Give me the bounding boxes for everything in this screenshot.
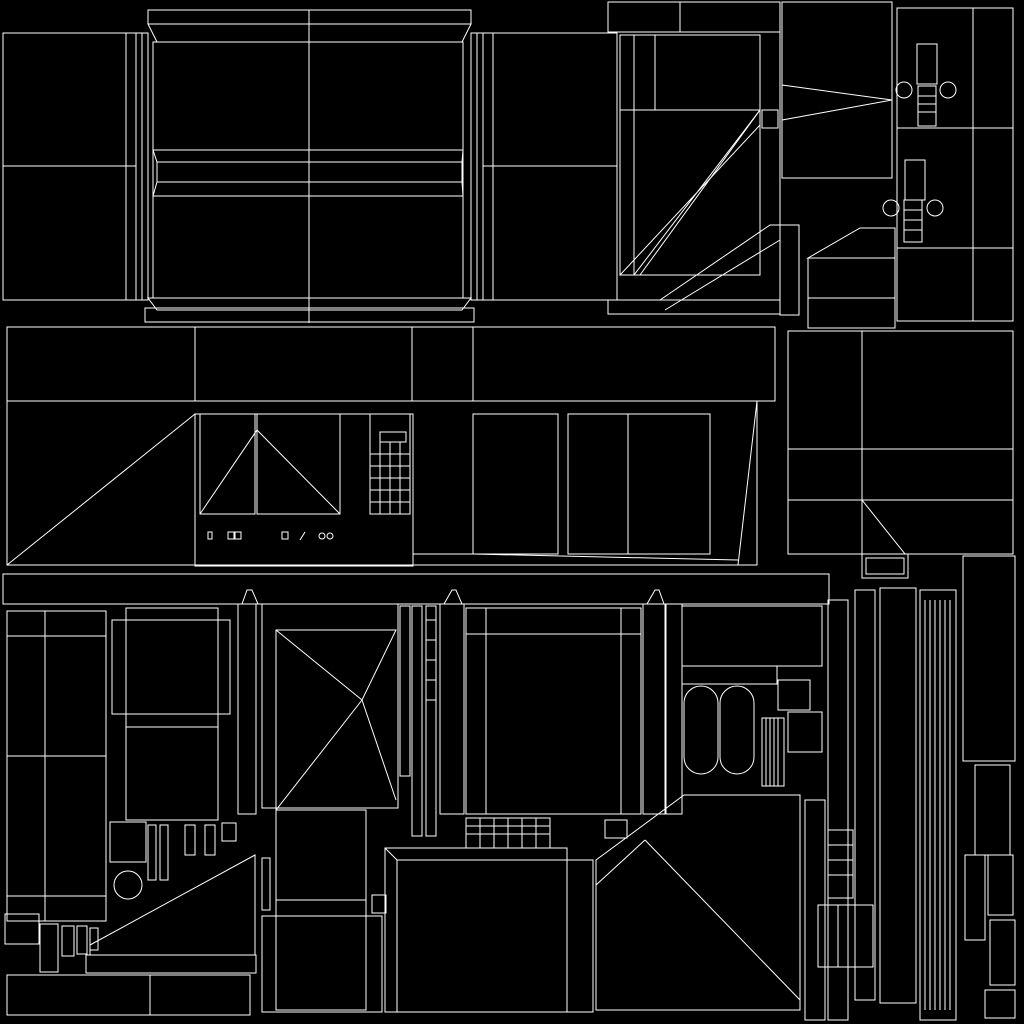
top-left-panel bbox=[2, 32, 149, 301]
middle-wide-strip bbox=[6, 326, 776, 567]
bottom-left-cluster bbox=[2, 573, 830, 1016]
middle-right-square bbox=[787, 330, 1014, 579]
top-right-small-grid bbox=[781, 1, 1014, 329]
bottom-right-cluster bbox=[595, 555, 1016, 1021]
top-right-column-panel bbox=[482, 1, 800, 316]
bottom-center-cluster bbox=[261, 603, 683, 1013]
top-center-panel bbox=[144, 9, 484, 323]
